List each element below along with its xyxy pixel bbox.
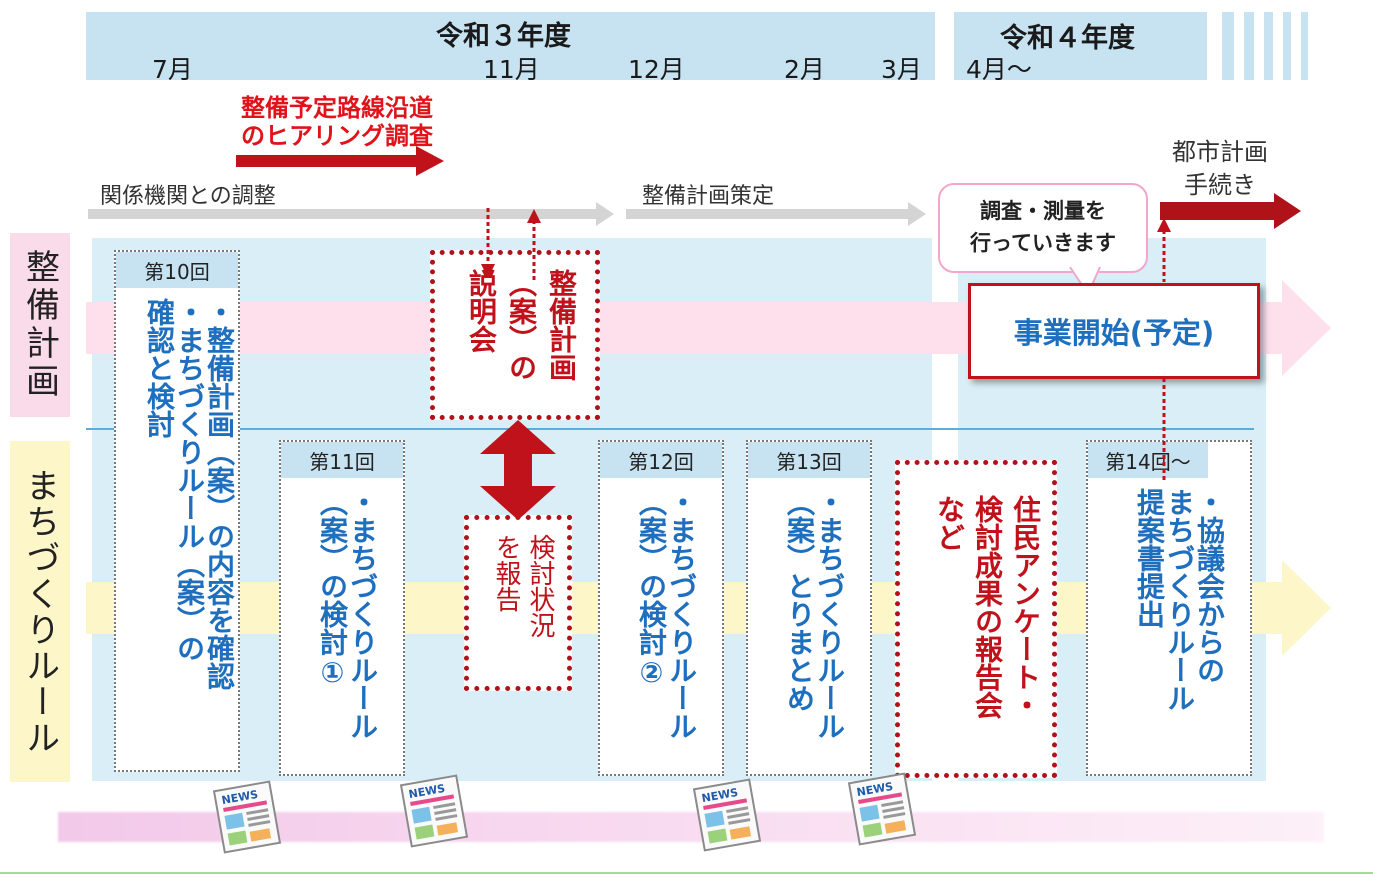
survey-report-text: 住民アンケート・ 検討成果の報告会 など bbox=[933, 495, 1042, 719]
news-icon: NEWS bbox=[692, 778, 762, 852]
meeting-11-round: 第11回 bbox=[281, 442, 403, 478]
news-icon: NEWS bbox=[847, 772, 917, 846]
hearing-survey-label: 整備予定路線沿道 のヒアリング調査 bbox=[241, 94, 433, 150]
meeting-11-box: 第11回 ・まちづくりルール （案）の検討① bbox=[279, 440, 405, 776]
coordination-label: 関係機関との調整 bbox=[100, 184, 276, 209]
double-arrow bbox=[480, 420, 556, 520]
row-divider bbox=[86, 428, 1254, 430]
meeting-11-text: ・まちづくりルール （案）の検討① bbox=[316, 488, 379, 740]
header-bar-r3 bbox=[86, 12, 935, 80]
survey-callout-text: 調査・測量を 行っていきます bbox=[970, 199, 1116, 255]
bottom-green-line bbox=[0, 872, 1373, 874]
svg-text:NEWS: NEWS bbox=[856, 780, 895, 799]
rule-row-label: まちづくりルール bbox=[10, 441, 70, 782]
meeting-12-round: 第12回 bbox=[600, 442, 722, 478]
briefing-text: 整備計画 （案）の 説明会 bbox=[465, 269, 578, 381]
month-7: 7月 bbox=[152, 55, 193, 84]
meeting-10-text: ・整備計画（案）の内容を確認 ・まちづくりルール（案）の 確認と検討 bbox=[143, 298, 236, 690]
project-start-text: 事業開始(予定) bbox=[1013, 316, 1215, 350]
meeting-13-text: ・まちづくりルール （案）とりまとめ bbox=[783, 488, 846, 740]
meeting-12-text: ・まちづくりルール （案）の検討② bbox=[635, 488, 698, 740]
month-3: 3月 bbox=[881, 55, 922, 84]
project-start-box: 事業開始(予定) bbox=[968, 283, 1260, 379]
plan-formulation-arrow bbox=[626, 202, 926, 226]
city-plan-label: 都市計画 手続き bbox=[1172, 138, 1268, 199]
city-plan-arrow bbox=[1160, 193, 1301, 229]
report-progress-text: 検討状況 を報告 bbox=[491, 534, 555, 638]
meeting-10-box: 第10回 ・整備計画（案）の内容を確認 ・まちづくりルール（案）の 確認と検討 bbox=[114, 250, 240, 772]
coordination-arrow bbox=[88, 202, 614, 226]
month-4: 4月～ bbox=[966, 55, 1032, 84]
meeting-13-box: 第13回 ・まちづくりルール （案）とりまとめ bbox=[746, 440, 872, 776]
era-r3: 令和３年度 bbox=[436, 21, 571, 52]
news-icon: NEWS bbox=[212, 780, 282, 854]
month-11: 11月 bbox=[483, 55, 540, 84]
meeting-14-box: 第14回～ ・協議会からの まちづくりルール 提案書提出 bbox=[1086, 440, 1252, 776]
city-plan-dotted-arrow bbox=[1157, 218, 1171, 482]
meeting-10-round: 第10回 bbox=[116, 252, 238, 288]
header-bar-r4 bbox=[954, 12, 1207, 80]
era-r4: 令和４年度 bbox=[1000, 23, 1135, 54]
meeting-12-box: 第12回 ・まちづくりルール （案）の検討② bbox=[598, 440, 724, 776]
briefing-dotted-arrows bbox=[481, 208, 541, 280]
svg-text:NEWS: NEWS bbox=[408, 782, 447, 801]
month-12: 12月 bbox=[628, 55, 685, 84]
report-progress-box: 検討状況 を報告 bbox=[464, 515, 572, 691]
meeting-14-round: 第14回～ bbox=[1088, 442, 1208, 478]
month-2: 2月 bbox=[784, 55, 825, 84]
survey-callout: 調査・測量を 行っていきます bbox=[938, 183, 1148, 273]
briefing-box: 整備計画 （案）の 説明会 bbox=[430, 250, 600, 420]
hearing-arrow bbox=[236, 146, 444, 176]
meeting-13-round: 第13回 bbox=[748, 442, 870, 478]
news-icon: NEWS bbox=[399, 774, 469, 848]
svg-text:NEWS: NEWS bbox=[221, 788, 260, 807]
plan-row-label: 整備計画 bbox=[10, 233, 70, 417]
svg-text:NEWS: NEWS bbox=[701, 786, 740, 805]
header-fade-stripes bbox=[1222, 12, 1322, 80]
plan-formulation-label: 整備計画策定 bbox=[642, 184, 775, 209]
meeting-14-text: ・協議会からの まちづくりルール 提案書提出 bbox=[1133, 488, 1226, 712]
survey-report-box: 住民アンケート・ 検討成果の報告会 など bbox=[895, 460, 1057, 778]
